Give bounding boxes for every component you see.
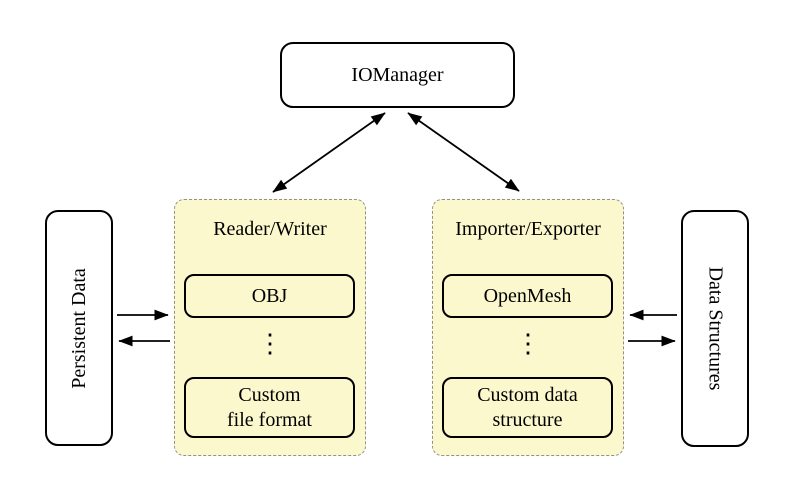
node-openmesh: OpenMesh xyxy=(442,274,613,318)
group-reader-writer-title: Reader/Writer xyxy=(213,218,327,240)
node-data-structures: Data Structures xyxy=(681,210,749,447)
node-obj: OBJ xyxy=(184,274,355,318)
arrow-iomanager-importer-exporter xyxy=(407,112,520,192)
ellipsis-importer-exporter: ⋮ xyxy=(515,329,541,358)
group-importer-exporter-title: Importer/Exporter xyxy=(455,218,601,240)
node-persistent-data: Persistent Data xyxy=(45,210,113,446)
node-iomanager-label: IOManager xyxy=(351,63,444,86)
group-reader-writer: Reader/Writer OBJ ⋮ Custom file format xyxy=(174,199,366,456)
ellipsis-reader-writer: ⋮ xyxy=(257,329,283,358)
node-data-structures-label: Data Structures xyxy=(704,266,727,391)
arrow-iomanager-reader-writer xyxy=(272,112,386,193)
node-iomanager: IOManager xyxy=(280,42,515,108)
node-persistent-data-label: Persistent Data xyxy=(67,267,90,389)
node-custom-file-format: Custom file format xyxy=(184,377,355,438)
node-custom-data-structure: Custom data structure xyxy=(442,377,613,438)
group-importer-exporter: Importer/Exporter OpenMesh ⋮ Custom data… xyxy=(432,199,624,456)
